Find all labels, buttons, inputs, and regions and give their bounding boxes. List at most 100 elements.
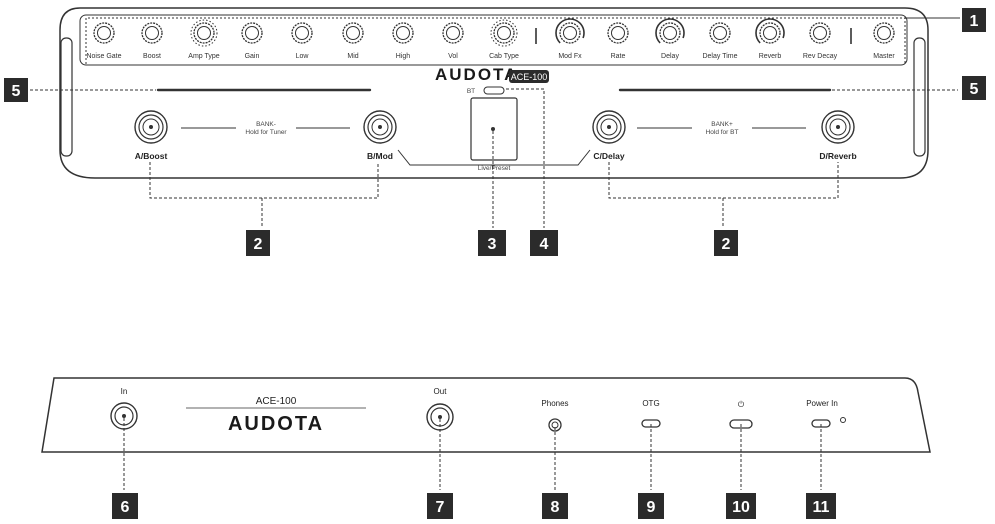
knob-label: Delay [661,53,679,60]
model-name: ACE-100 [511,72,548,82]
callout-1: 1 [962,8,986,32]
svg-text:5: 5 [970,81,979,98]
footswitch-d-reverb[interactable]: D/Reverb [819,110,857,161]
knob-label: High [396,53,411,60]
callout-5-right: 5 [962,76,986,100]
knob-gain[interactable]: Gain [241,22,263,60]
left-rail [60,37,73,157]
knob-low[interactable]: Low [291,22,313,60]
bank-minus-label: BANK- [256,121,276,128]
knob-label: Vol [448,53,458,60]
svg-text:3: 3 [488,236,497,253]
leader-lines-top [30,88,958,228]
knob-master[interactable]: Master [873,22,895,60]
callout-11: 11 [806,493,836,519]
bank-plus-hold-label: Hold for BT [706,129,739,136]
input-jack-pin [122,414,126,418]
callout-2-left-bracket [149,162,379,199]
svg-text:1: 1 [970,13,979,30]
knob-label: Master [873,53,895,60]
top-view: Noise Gate Boost Amp Type Gain Low Mid High Vol… [59,7,960,179]
knob-label: Rev Decay [803,53,838,60]
svg-text:7: 7 [436,499,445,516]
right-rail [913,37,926,157]
power-in-label: Power In [806,399,838,408]
callouts: 1 2 2 3 4 5 5 6 7 8 9 10 11 [4,8,986,519]
output-jack-pin [438,415,442,419]
callout-3: 3 [478,230,506,256]
brand-logo: AUDOTA [435,65,518,84]
knob-row: Noise Gate Boost Amp Type Gain Low Mid High Vol… [86,13,895,60]
svg-text:5: 5 [12,83,21,100]
knob-amp-type[interactable]: Amp Type [188,19,220,60]
in-label: In [121,387,128,396]
leader-lines-rear [123,418,822,490]
knob-cab-type[interactable]: Cab Type [489,19,519,60]
callout-9: 9 [638,493,664,519]
knob-reverb[interactable]: Reverb [750,13,790,60]
bt-indicator [483,86,505,95]
knob-mid[interactable]: Mid [342,22,364,60]
callout-4: 4 [530,230,558,256]
footswitch-row: A/Boost B/Mod C/Delay D/Reverb [134,110,857,161]
live-preset-bar [397,149,591,166]
power-symbol-icon: ⏻ [738,400,745,409]
knob-boost[interactable]: Boost [141,22,163,60]
otg-label: OTG [642,399,659,408]
footswitch-label: C/Delay [593,151,624,161]
display-marker [491,127,495,131]
svg-text:9: 9 [647,499,656,516]
live-preset-label: Live/Preset [478,165,511,172]
knob-delay-time[interactable]: Delay Time [702,22,738,60]
knob-label: Mod Fx [558,53,582,60]
callout-8: 8 [542,493,568,519]
knob-high[interactable]: High [392,22,414,60]
callout-4-leader [506,88,545,228]
bank-minus-hold-label: Hold for Tuner [245,129,287,136]
rear-body-outline [41,377,931,453]
footswitch-c-delay[interactable]: C/Delay [592,110,626,161]
bank-plus-label: BANK+ [711,121,733,128]
knob-label: Boost [143,53,161,60]
bt-label: BT [467,88,475,95]
knob-label: Low [296,53,310,60]
footswitch-label: D/Reverb [819,151,856,161]
svg-text:6: 6 [121,499,130,516]
footswitch-a-boost[interactable]: A/Boost [134,110,168,161]
out-label: Out [434,387,448,396]
knob-noise-gate[interactable]: Noise Gate [86,22,122,60]
footswitch-label: B/Mod [367,151,393,161]
footswitch-b-mod[interactable]: B/Mod [363,110,397,161]
rear-view: ACE-100 AUDOTA In Out Phones OTG ⏻ Power… [41,377,931,453]
knob-rev-decay[interactable]: Rev Decay [803,22,838,60]
knob-label: Gain [245,53,260,60]
knob-vol[interactable]: Vol [442,22,464,60]
knob-label: Mid [347,53,358,60]
svg-text:11: 11 [813,499,830,516]
rear-brand-logo: AUDOTA [228,413,324,435]
svg-text:8: 8 [551,499,560,516]
knob-label: Noise Gate [86,53,121,60]
power-led [840,417,846,423]
knob-rate[interactable]: Rate [607,22,629,60]
footswitch-label: A/Boost [135,151,168,161]
callout-5-left: 5 [4,78,28,102]
knob-delay[interactable]: Delay [650,13,690,60]
knob-label: Delay Time [702,53,737,60]
knob-label: Rate [611,53,626,60]
rear-model-name: ACE-100 [256,396,297,407]
svg-text:10: 10 [732,499,750,516]
callout-2-right: 2 [714,230,738,256]
svg-text:2: 2 [254,236,263,253]
knob-label: Cab Type [489,53,519,60]
model-badge [509,70,549,83]
svg-text:2: 2 [722,236,731,253]
knob-label: Amp Type [188,53,219,60]
callout-10: 10 [726,493,756,519]
svg-text:4: 4 [540,236,549,253]
knob-mod-fx[interactable]: Mod Fx [550,13,590,60]
knob-label: Reverb [759,53,782,60]
phones-label: Phones [541,399,568,408]
callout-2-left: 2 [246,230,270,256]
